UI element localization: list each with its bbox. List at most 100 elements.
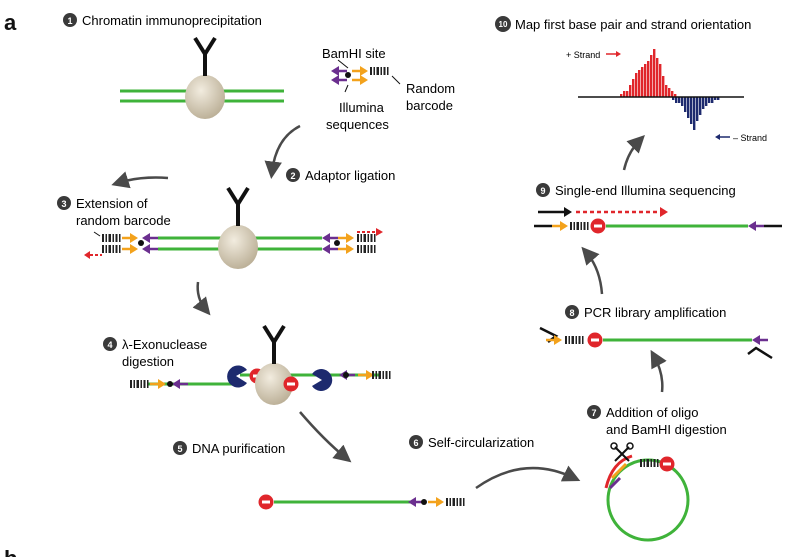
step-7-label-2: and BamHI digestion (606, 422, 727, 437)
step-3-badge: 3 (57, 196, 71, 210)
svg-text:5: 5 (177, 444, 182, 454)
plus-strand-bar (668, 88, 671, 97)
step-9-molecule (534, 207, 782, 234)
flow-arrow-7 (650, 349, 667, 393)
plus-strand-bar (650, 55, 653, 97)
svg-text:7: 7 (591, 408, 596, 418)
random-barcode-label-2: barcode (406, 98, 453, 113)
minus-strand-bar (699, 97, 702, 115)
antibody-icon (193, 36, 217, 78)
svg-text:6: 6 (413, 438, 418, 448)
plus-strand-arrow-icon (606, 51, 621, 57)
step-9-label: Single-end Illumina sequencing (555, 183, 736, 198)
svg-text:3: 3 (61, 199, 66, 209)
step-8-badge: 8 (565, 305, 579, 319)
exonuclease-pacman-icon (227, 365, 247, 388)
step-1-badge: 1 (63, 13, 77, 27)
plus-strand-label: + Strand (566, 50, 600, 60)
step-2-badge: 2 (286, 168, 300, 182)
minus-strand-bar (687, 97, 690, 118)
plus-strand-bar (647, 61, 650, 97)
step-7-label-1: Addition of oligo (606, 405, 699, 420)
step-3-complex (84, 186, 383, 269)
step-4-complex (130, 324, 391, 405)
illumina-label-2: sequences (326, 117, 389, 132)
illumina-label-1: Illumina (339, 100, 385, 115)
minus-strand-arrow-icon (715, 134, 730, 140)
plus-strand-bar (662, 76, 665, 97)
minus-strand-bar (711, 97, 714, 103)
step-2-label: Adaptor ligation (305, 168, 395, 183)
step-4-badge: 4 (103, 337, 117, 351)
plus-strand-bar (674, 94, 677, 97)
plus-strand-bar (638, 70, 641, 97)
flow-arrow-1 (264, 124, 301, 179)
minus-strand-bar (681, 97, 684, 106)
step-5-badge: 5 (173, 441, 187, 455)
plus-strand-bar (653, 49, 656, 97)
minus-strand-bar (690, 97, 693, 124)
plus-strand-bar (632, 79, 635, 97)
step-9-badge: 9 (536, 183, 550, 197)
svg-text:1: 1 (67, 16, 72, 26)
flow-arrow-8 (581, 246, 604, 295)
strand-histogram (620, 49, 720, 130)
step-7-badge: 7 (587, 405, 601, 419)
step-8-molecule (539, 326, 773, 360)
step-5-label: DNA purification (192, 441, 285, 456)
random-barcode-label-1: Random (406, 81, 455, 96)
svg-text:10: 10 (499, 20, 508, 29)
step-6-label: Self-circularization (428, 435, 534, 450)
plus-strand-bar (671, 91, 674, 97)
plus-strand-bar (635, 73, 638, 97)
minus-strand-bar (708, 97, 711, 103)
plus-strand-bar (641, 67, 644, 97)
svg-text:4: 4 (107, 340, 112, 350)
plus-strand-bar (656, 58, 659, 97)
panel-label-a: a (4, 10, 17, 35)
step-3-label-1: Extension of (76, 196, 148, 211)
step-8-label: PCR library amplification (584, 305, 726, 320)
minus-strand-bar (717, 97, 720, 100)
plus-strand-bar (659, 64, 662, 97)
minus-strand-bar (672, 97, 675, 100)
panel-label-b: b (4, 546, 17, 557)
adaptor-legend (329, 59, 401, 93)
step-1-label: Chromatin immunoprecipitation (82, 13, 262, 28)
step-10-badge: 10 (495, 16, 511, 32)
minus-strand-bar (705, 97, 708, 106)
minus-strand-bar (696, 97, 699, 121)
step-7-circle (604, 442, 690, 542)
plus-strand-bar (623, 91, 626, 97)
svg-text:8: 8 (569, 308, 574, 318)
step-1-complex (120, 36, 284, 119)
plus-strand-bar (629, 85, 632, 97)
minus-strand-bar (675, 97, 678, 103)
plus-strand-bar (626, 91, 629, 97)
plus-strand-bar (665, 85, 668, 97)
flow-arrow-6 (475, 465, 581, 490)
minus-strand-bar (684, 97, 687, 112)
svg-text:2: 2 (290, 171, 295, 181)
step-5-molecule (258, 494, 465, 510)
flow-arrow-3 (192, 281, 211, 316)
step-4-label-1: λ-Exonuclease (122, 337, 207, 352)
step-6-badge: 6 (409, 435, 423, 449)
minus-strand-bar (714, 97, 717, 100)
minus-strand-bar (693, 97, 696, 130)
step-3-label-2: random barcode (76, 213, 171, 228)
step-4-label-2: digestion (122, 354, 174, 369)
svg-text:9: 9 (540, 186, 545, 196)
bead-icon (185, 75, 225, 119)
plus-strand-bar (644, 64, 647, 97)
flow-arrow-4 (299, 411, 352, 463)
minus-strand-label: – Strand (733, 133, 767, 143)
minus-strand-bar (678, 97, 681, 103)
scissors-icon (610, 442, 634, 462)
bamhi-site-label: BamHI site (322, 46, 386, 61)
flow-arrow-2 (111, 171, 169, 189)
plus-strand-bar (620, 94, 623, 97)
step-10-label: Map first base pair and strand orientati… (515, 17, 751, 32)
flow-arrow-9 (622, 135, 645, 171)
